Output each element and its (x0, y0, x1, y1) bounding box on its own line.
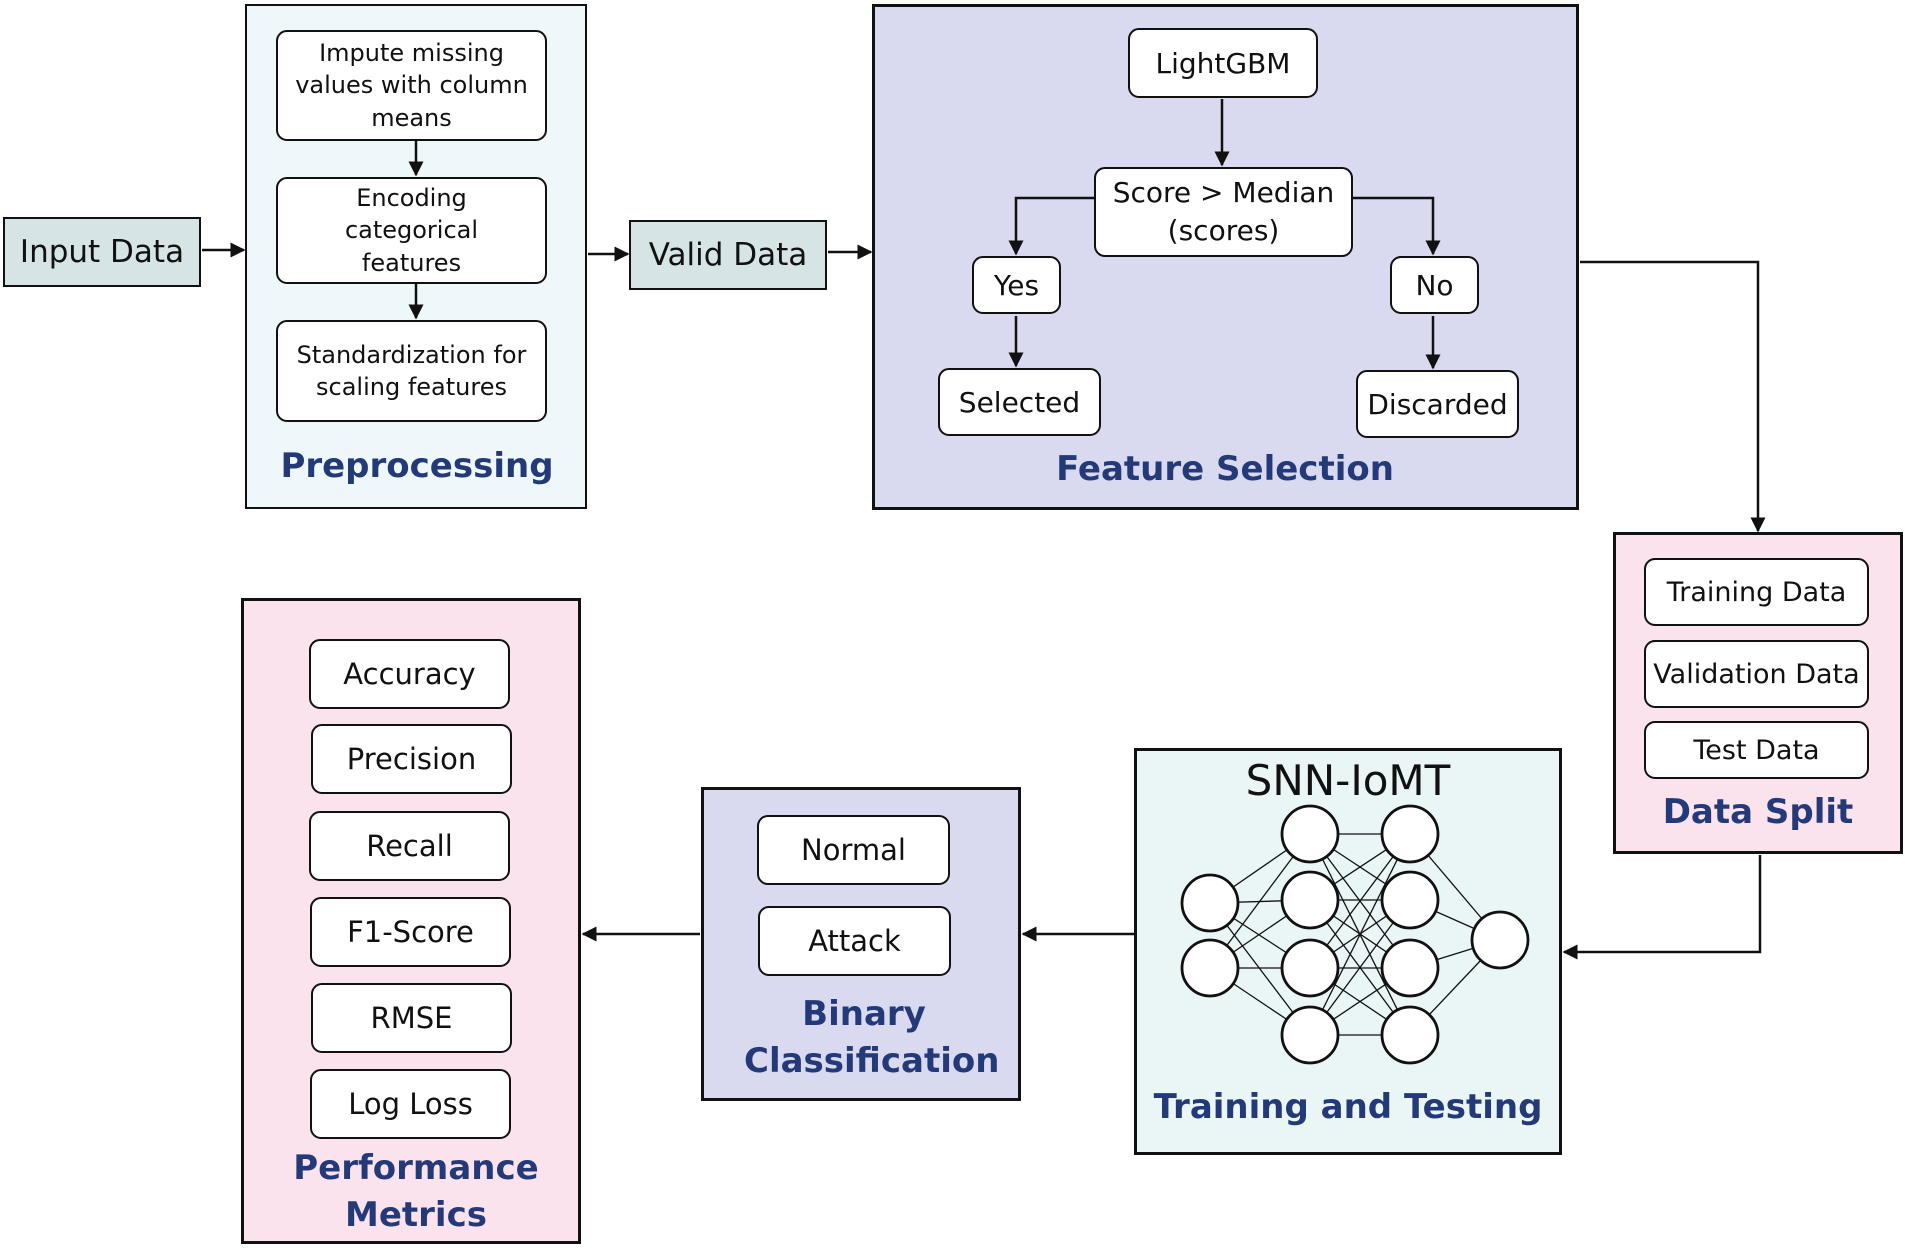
metric-log-loss: Log Loss (310, 1069, 511, 1139)
preprocessing-title: Preprocessing (280, 446, 554, 486)
data-split-item-validation: Validation Data (1644, 640, 1869, 708)
metric-precision: Precision (311, 724, 512, 794)
lightgbm-box: LightGBM (1128, 28, 1318, 98)
no-label: No (1415, 268, 1454, 302)
training-testing-title: Training and Testing (1153, 1087, 1543, 1127)
arrow-condition-to-no (1353, 196, 1441, 256)
data-split-item-test-label: Test Data (1693, 734, 1820, 766)
selected-box: Selected (938, 368, 1101, 436)
preprocessing-step-standardization: Standardization for scaling features (276, 320, 547, 422)
metric-rmse: RMSE (311, 983, 512, 1053)
score-median-condition-box: Score > Median (scores) (1094, 167, 1353, 257)
data-split-item-training-label: Training Data (1666, 576, 1847, 608)
class-normal-box: Normal (757, 815, 950, 885)
metric-log-loss-label: Log Loss (348, 1087, 473, 1121)
arrow-condition-to-yes (1008, 196, 1095, 256)
metric-f1-score: F1-Score (310, 897, 511, 967)
metric-rmse-label: RMSE (370, 1001, 453, 1035)
feature-selection-title: Feature Selection (1056, 449, 1394, 489)
snn-iomt-label: SNN-IoMT (1245, 756, 1451, 805)
metric-recall: Recall (309, 811, 510, 881)
binary-classification-title: Binary Classification (744, 994, 1000, 1081)
arrow-feature-selection-to-data-split (1580, 260, 1766, 533)
performance-metrics-title: Performance Metrics (293, 1148, 539, 1235)
data-split-item-validation-label: Validation Data (1653, 658, 1860, 690)
input-data-box: Input Data (3, 217, 201, 287)
yes-label: Yes (993, 268, 1040, 302)
preprocessing-step-standardization-label: Standardization for scaling features (296, 340, 527, 401)
preprocessing-step-encoding: Encoding categorical features (276, 177, 547, 284)
discarded-box: Discarded (1356, 370, 1519, 438)
preprocessing-step-impute-label: Impute missing values with column means (295, 38, 528, 132)
valid-data-box: Valid Data (629, 220, 827, 290)
class-normal-label: Normal (801, 833, 906, 867)
metric-f1-score-label: F1-Score (347, 915, 474, 949)
class-attack-box: Attack (758, 906, 951, 976)
input-data-label: Input Data (19, 234, 185, 270)
class-attack-label: Attack (808, 924, 901, 958)
metric-recall-label: Recall (366, 829, 453, 863)
data-split-title: Data Split (1662, 792, 1854, 832)
arrow-data-split-to-training (1562, 855, 1762, 960)
selected-label: Selected (958, 385, 1081, 419)
valid-data-label: Valid Data (648, 237, 808, 273)
discarded-label: Discarded (1367, 387, 1508, 421)
preprocessing-step-impute: Impute missing values with column means (276, 30, 547, 141)
no-box: No (1390, 256, 1479, 314)
metric-precision-label: Precision (346, 742, 477, 776)
score-median-condition-label: Score > Median (scores) (1112, 176, 1335, 247)
preprocessing-step-encoding-label: Encoding categorical features (344, 183, 479, 277)
lightgbm-label: LightGBM (1155, 46, 1291, 80)
metric-accuracy-label: Accuracy (343, 657, 476, 691)
metric-accuracy: Accuracy (309, 639, 510, 709)
data-split-item-training: Training Data (1644, 558, 1869, 626)
data-split-item-test: Test Data (1644, 721, 1869, 779)
yes-box: Yes (972, 256, 1061, 314)
neural-network-icon (1180, 804, 1530, 1065)
